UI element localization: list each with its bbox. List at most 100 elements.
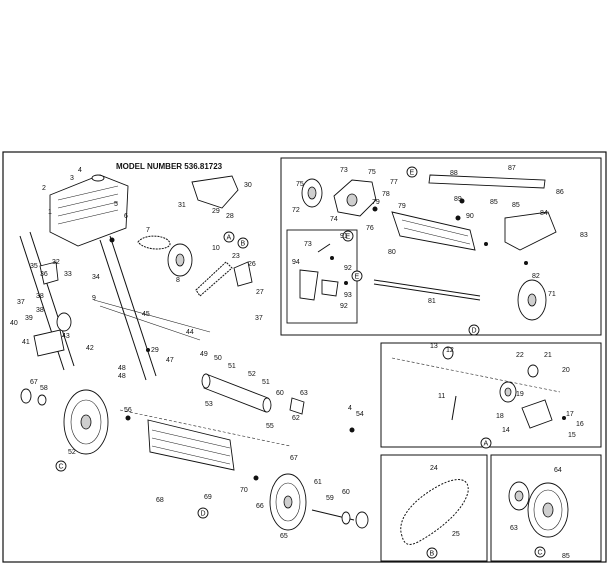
callout-circle-e-top: E xyxy=(406,166,418,178)
part-label: 78 xyxy=(382,191,390,198)
inset-label-b: B xyxy=(426,547,438,559)
part-label: 28 xyxy=(226,213,234,220)
inset-label-c: C xyxy=(534,546,546,558)
part-label: 52 xyxy=(68,449,76,456)
part-label: 69 xyxy=(204,494,212,501)
part-label: 29 xyxy=(151,347,159,354)
part-label: 63 xyxy=(300,390,308,397)
part-label: 89 xyxy=(454,196,462,203)
part-label: 4 xyxy=(78,167,82,174)
part-label: 64 xyxy=(554,467,562,474)
part-label: 68 xyxy=(156,497,164,504)
part-label: 1 xyxy=(48,209,52,216)
part-label: 51 xyxy=(262,379,270,386)
part-label: 49 xyxy=(200,351,208,358)
part-label: 60 xyxy=(276,390,284,397)
svg-text:C: C xyxy=(59,464,64,471)
part-label: 35 xyxy=(30,263,38,270)
callout-circle-c: C xyxy=(55,460,67,472)
part-label: 26 xyxy=(248,261,256,268)
part-label: 9 xyxy=(92,295,96,302)
inset-a-contents xyxy=(391,346,566,429)
part-label: 45 xyxy=(142,311,150,318)
part-label: 21 xyxy=(544,352,552,359)
part-label: 17 xyxy=(566,411,574,418)
part-label: 67 xyxy=(290,455,298,462)
inset-label-a: A xyxy=(480,437,492,449)
svg-text:D: D xyxy=(201,511,206,518)
part-label: 10 xyxy=(212,245,220,252)
part-label: 56 xyxy=(124,407,132,414)
part-label: 80 xyxy=(388,249,396,256)
inset-c-frame xyxy=(490,454,602,562)
part-label: 47 xyxy=(166,357,174,364)
part-label: 44 xyxy=(186,329,194,336)
part-label: 75 xyxy=(368,169,376,176)
part-label: 50 xyxy=(214,355,222,362)
svg-text:E: E xyxy=(410,170,415,177)
callout-circle-b: B xyxy=(237,237,249,249)
part-label: 41 xyxy=(22,339,30,346)
part-label: 6 xyxy=(124,213,128,220)
part-label: 43 xyxy=(62,333,70,340)
part-label: 65 xyxy=(280,533,288,540)
part-label: 60 xyxy=(342,489,350,496)
part-label: 92 xyxy=(340,303,348,310)
part-label: 70 xyxy=(240,487,248,494)
part-label: 24 xyxy=(430,465,438,472)
part-label: 38 xyxy=(36,293,44,300)
part-label: 7 xyxy=(146,227,150,234)
part-label: 51 xyxy=(228,363,236,370)
part-label: 30 xyxy=(244,182,252,189)
part-label: 85 xyxy=(512,202,520,209)
part-label: 91 xyxy=(340,233,348,240)
part-label: 76 xyxy=(366,225,374,232)
part-label: 86 xyxy=(556,189,564,196)
part-label: 36 xyxy=(40,271,48,278)
part-label: 52 xyxy=(248,371,256,378)
part-label: 34 xyxy=(92,274,100,281)
callout-circle-e-sub: E xyxy=(351,270,363,282)
inset-a-frame xyxy=(380,342,602,448)
part-label: 12 xyxy=(446,347,454,354)
svg-text:E: E xyxy=(346,234,351,241)
part-label: 71 xyxy=(548,291,556,298)
part-label: 79 xyxy=(372,199,380,206)
part-label: 27 xyxy=(256,289,264,296)
part-label: 38 xyxy=(36,307,44,314)
part-label: 55 xyxy=(266,423,274,430)
part-label: 2 xyxy=(42,185,46,192)
part-label: 15 xyxy=(568,432,576,439)
part-label: 73 xyxy=(340,167,348,174)
part-label: 63 xyxy=(510,525,518,532)
part-label: 33 xyxy=(64,271,72,278)
part-label: 75 xyxy=(296,181,304,188)
part-label: 54 xyxy=(356,411,364,418)
outer-frame xyxy=(2,151,607,563)
part-label: 90 xyxy=(466,213,474,220)
part-label: 72 xyxy=(292,207,300,214)
part-label: 61 xyxy=(314,479,322,486)
part-label: 20 xyxy=(562,367,570,374)
part-label: 37 xyxy=(255,315,263,322)
part-label: 4 xyxy=(348,405,352,412)
model-number-title: MODEL NUMBER 536.81723 xyxy=(116,162,223,171)
belt-b xyxy=(400,479,469,545)
part-label: 31 xyxy=(178,202,186,209)
svg-text:B: B xyxy=(241,241,246,248)
part-label: 92 xyxy=(344,265,352,272)
part-label: 39 xyxy=(25,315,33,322)
part-label: 23 xyxy=(232,253,240,260)
inset-d-contents xyxy=(286,174,557,324)
svg-text:D: D xyxy=(472,328,477,335)
part-label: 37 xyxy=(17,299,25,306)
part-label: 14 xyxy=(502,427,510,434)
part-label: 87 xyxy=(508,165,516,172)
part-label: 40 xyxy=(10,320,18,327)
part-label: 83 xyxy=(580,232,588,239)
part-label: 81 xyxy=(428,298,436,305)
inset-c-contents xyxy=(508,481,569,538)
part-label: 53 xyxy=(205,401,213,408)
part-label: 58 xyxy=(40,385,48,392)
part-label: 93 xyxy=(344,292,352,299)
